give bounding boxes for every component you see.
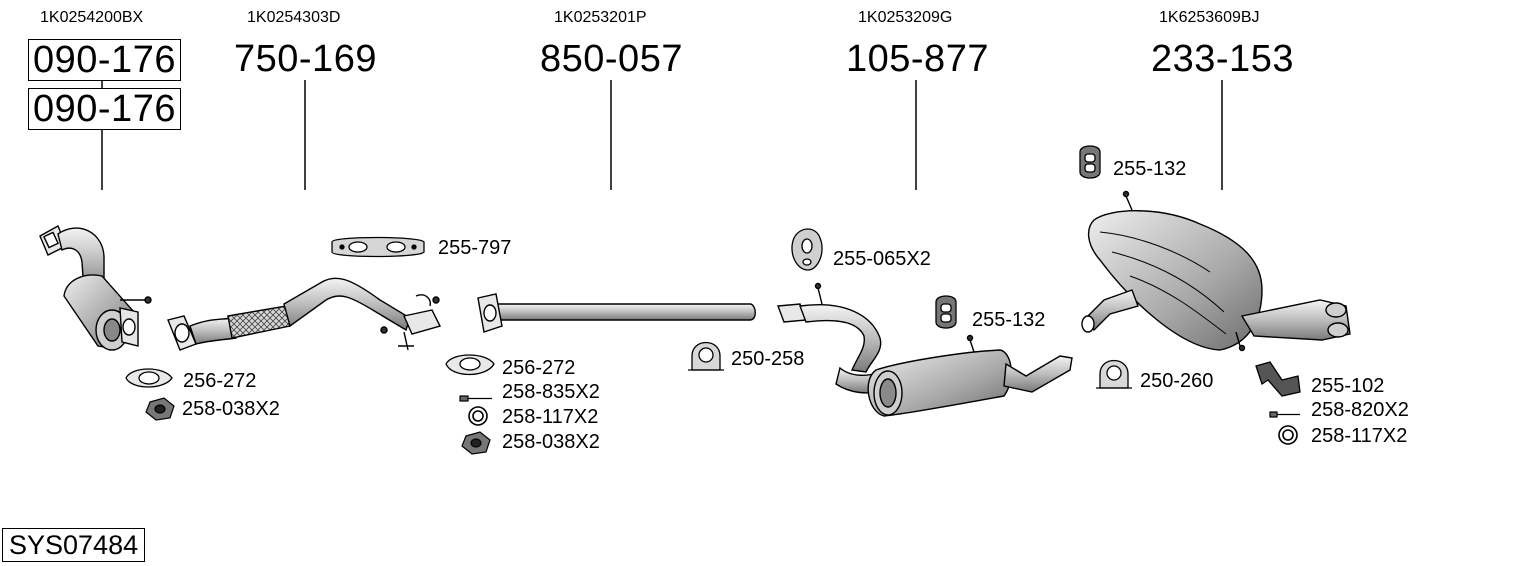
- center-silencer: [777, 282, 1073, 417]
- middle-pipe: [477, 293, 756, 333]
- hanger-icon-1: [791, 228, 823, 271]
- bolt-icon-2: [1269, 411, 1300, 418]
- accessory-label: 255-132: [1113, 158, 1187, 180]
- accessory-label: 250-258: [731, 348, 805, 370]
- accessory-label: 250-260: [1140, 370, 1214, 392]
- gasket-icon-1: [125, 368, 173, 388]
- part-number-front-pipe: 750-169: [234, 38, 377, 80]
- spring-washer-icon-1: [468, 406, 488, 426]
- catalytic-converter: [39, 225, 152, 351]
- part-number-cat-lower: 090-176: [28, 88, 181, 130]
- accessory-label: 258-835X2: [502, 381, 600, 403]
- accessory-label: 255-797: [438, 237, 512, 259]
- clamp-icon-2: [1096, 359, 1132, 389]
- accessory-label: 256-272: [502, 357, 576, 379]
- nut-icon-2: [461, 431, 491, 455]
- oe-number-1: 1K0254200BX: [40, 9, 144, 26]
- accessory-label: 258-117X2: [1311, 425, 1408, 447]
- leader-lines: [101, 80, 1223, 190]
- hanger-icon-2: [1079, 145, 1101, 179]
- accessory-label: 258-038X2: [502, 431, 600, 453]
- manifold-gasket: [331, 236, 425, 258]
- part-number-rear-silencer: 233-153: [1151, 38, 1294, 80]
- oe-number-4: 1K0253209G: [858, 9, 953, 26]
- part-number-center-silencer: 105-877: [846, 38, 989, 80]
- gasket-icon-2: [445, 354, 495, 376]
- oe-number-3: 1K0253201P: [554, 9, 647, 26]
- clamp-icon-1: [688, 341, 724, 371]
- spring-washer-icon-2: [1278, 425, 1298, 445]
- nut-icon-1: [145, 397, 175, 421]
- accessory-label: 255-102: [1311, 375, 1385, 397]
- accessory-label: 258-038X2: [182, 398, 280, 420]
- bracket-icon: [1255, 361, 1301, 397]
- hanger-icon-3: [935, 295, 957, 329]
- accessory-label: 255-065X2: [833, 248, 931, 270]
- system-code: SYS07484: [2, 528, 146, 562]
- accessory-label: 258-117X2: [502, 406, 599, 428]
- oe-number-5: 1K6253609BJ: [1159, 9, 1260, 26]
- part-number-middle-pipe: 850-057: [540, 38, 683, 80]
- rear-silencer: [1081, 190, 1351, 352]
- front-pipe: [167, 277, 442, 351]
- accessory-label: 258-820X2: [1311, 399, 1409, 421]
- part-number-cat-upper: 090-176: [28, 39, 181, 81]
- bolt-icon-1: [459, 395, 492, 402]
- oe-number-2: 1K0254303D: [247, 9, 341, 26]
- accessory-label: 256-272: [183, 370, 257, 392]
- accessory-label: 255-132: [972, 309, 1046, 331]
